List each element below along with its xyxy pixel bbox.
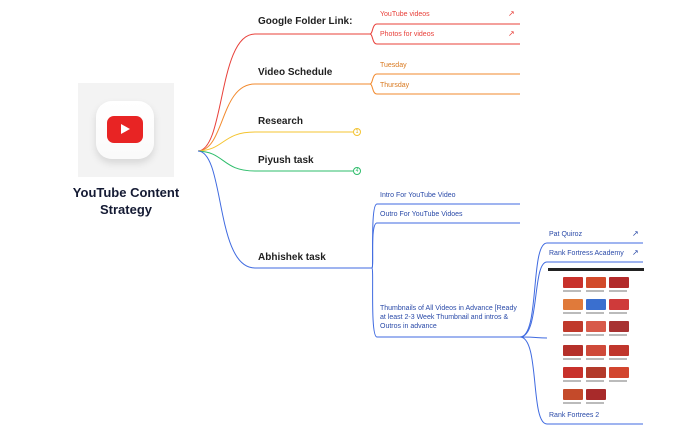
- piyush-collapsed-count[interactable]: 4: [355, 168, 359, 174]
- node-thumbnails-in-advance[interactable]: Thumbnails of All Videos in Advance [Rea…: [380, 305, 517, 330]
- connector-tuesday: [369, 73, 520, 85]
- node-tuesday[interactable]: Tuesday: [380, 62, 407, 69]
- external-link-icon[interactable]: ↗: [508, 29, 515, 38]
- connector-thumbnail-image: [519, 336, 548, 339]
- connector-video-schedule: [197, 83, 370, 152]
- connector-outro: [371, 222, 520, 269]
- youtube-play-button-icon: [107, 116, 143, 143]
- node-photos-for-videos[interactable]: Photos for videos: [380, 31, 435, 38]
- connector-rank-fortress: [519, 261, 643, 338]
- node-rank-fortress-academy[interactable]: Rank Fortress Academy: [549, 250, 624, 257]
- research-collapse-dot: [353, 128, 361, 136]
- branch-research[interactable]: Research: [258, 116, 304, 127]
- connector-thumbnails: [371, 267, 520, 338]
- connector-pat-quiroz: [519, 242, 643, 338]
- branch-piyush-task[interactable]: Piyush task: [258, 155, 314, 166]
- connector-photos-videos: [369, 33, 520, 45]
- branch-abhishek-task[interactable]: Abhishek task: [258, 252, 326, 263]
- external-link-icon[interactable]: ↗: [632, 248, 639, 257]
- youtube-app-icon-frame: [96, 101, 154, 159]
- connector-youtube-videos: [369, 23, 520, 35]
- connector-rank-fortrees-2: [519, 336, 643, 425]
- piyush-collapse-dot: [353, 167, 361, 175]
- external-link-icon[interactable]: ↗: [508, 9, 515, 18]
- connector-piyush: [197, 150, 353, 172]
- node-pat-quiroz[interactable]: Pat Quiroz: [549, 231, 583, 238]
- root-topic[interactable]: YouTube Content Strategy: [56, 184, 196, 218]
- node-thursday[interactable]: Thursday: [380, 82, 410, 89]
- node-rank-fortrees-2[interactable]: Rank Fortrees 2: [549, 412, 600, 419]
- branch-video-schedule[interactable]: Video Schedule: [258, 67, 333, 78]
- connector-google-folder: [197, 33, 370, 152]
- branch-google-folder-link[interactable]: Google Folder Link:: [258, 16, 353, 27]
- research-collapsed-count[interactable]: 1: [355, 129, 359, 135]
- play-triangle-icon: [121, 124, 130, 134]
- node-outro-for-youtube-videos[interactable]: Outro For YouTube Vidoes: [380, 211, 463, 218]
- youtube-logo-icon[interactable]: [78, 83, 174, 177]
- root-title-line1: YouTube Content: [72, 185, 180, 200]
- connector-thursday: [369, 83, 520, 95]
- node-intro-for-youtube-video[interactable]: Intro For YouTube Video: [380, 192, 456, 199]
- node-youtube-videos[interactable]: YouTube videos: [380, 11, 430, 18]
- connector-abhishek: [197, 150, 372, 269]
- thumbnails-screenshot-image[interactable]: [548, 268, 644, 411]
- root-title-line2: Strategy: [99, 202, 153, 217]
- connector-research: [197, 131, 353, 152]
- external-link-icon[interactable]: ↗: [632, 229, 639, 238]
